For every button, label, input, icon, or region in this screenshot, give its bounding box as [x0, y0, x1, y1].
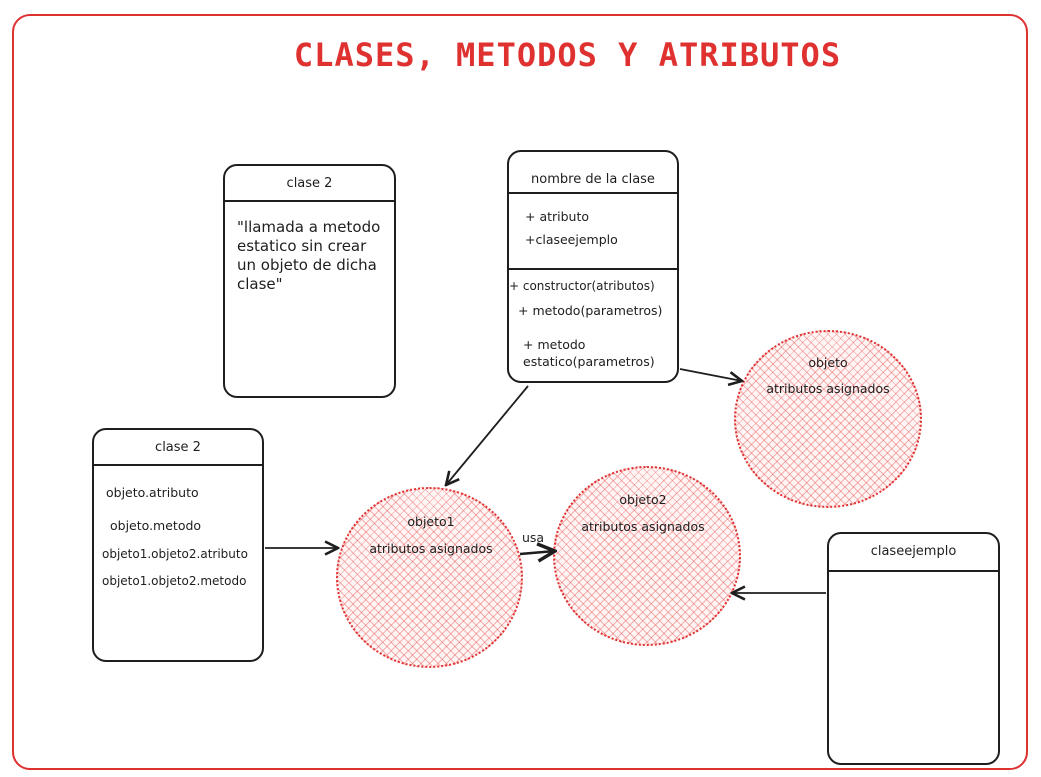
edge-label-usa: usa	[522, 530, 545, 545]
arrow-objeto1-to-objeto2	[519, 551, 555, 554]
class-name: nombre de la clase	[531, 172, 655, 187]
class-separator-bottom	[509, 268, 677, 270]
class-method: + constructor(atributos)	[509, 279, 655, 293]
usage-item: objeto.atributo	[106, 485, 199, 500]
class-box-clase2-usage[interactable]: clase 2 objeto.atributo objeto.metodo ob…	[92, 428, 264, 662]
object-circle-objeto1[interactable]	[336, 487, 523, 668]
class-method: estatico(parametros)	[523, 354, 655, 369]
object-name: objeto	[808, 355, 848, 370]
class-box-clase2-note[interactable]: clase 2 "llamada a metodo estatico sin c…	[223, 164, 396, 398]
object-desc: atributos asignados	[766, 381, 890, 396]
class-separator	[94, 464, 262, 466]
class-attribute: + atributo	[525, 209, 590, 224]
class-name: clase 2	[155, 440, 201, 455]
usage-item: objeto1.objeto2.metodo	[102, 574, 247, 588]
arrow-class-to-objeto	[679, 368, 742, 381]
class-separator	[829, 570, 998, 572]
object-circle-objeto2[interactable]	[553, 466, 741, 646]
class-box-main[interactable]: nombre de la clase + atributo +claseejem…	[507, 150, 679, 383]
object-name: objeto2	[619, 492, 667, 507]
object-desc: atributos asignados	[581, 519, 705, 534]
class-attribute: +claseejemplo	[525, 232, 618, 247]
class-name: clase 2	[286, 176, 333, 191]
object-desc: atributos asignados	[369, 541, 493, 556]
class-box-claseejemplo[interactable]: claseejemplo	[827, 532, 1000, 765]
diagram-title: CLASES, METODOS Y ATRIBUTOS	[293, 36, 842, 74]
usage-item: objeto1.objeto2.atributo	[102, 547, 248, 561]
class-separator	[225, 200, 394, 202]
object-name: objeto1	[407, 514, 455, 529]
arrow-class-to-objeto1	[446, 385, 529, 485]
class-method: + metodo(parametros)	[518, 303, 663, 318]
class-method: + metodo	[523, 337, 586, 352]
class-name: claseejemplo	[870, 544, 957, 559]
class-separator-top	[509, 192, 677, 194]
object-circle-objeto[interactable]	[734, 330, 922, 508]
class-note: "llamada a metodo estatico sin crear un …	[237, 218, 381, 293]
canvas-frame	[12, 14, 1028, 770]
usage-item: objeto.metodo	[110, 518, 202, 533]
